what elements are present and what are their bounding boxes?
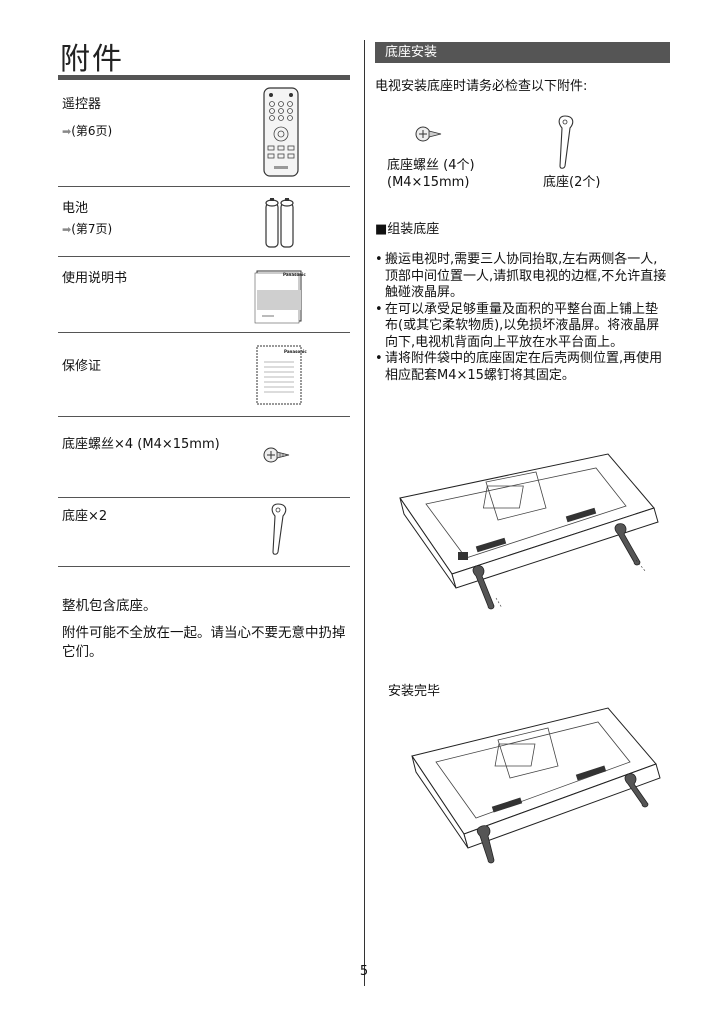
item-battery-ref-text: (第7页) xyxy=(71,222,113,236)
row-divider xyxy=(58,566,350,567)
battery-icon xyxy=(265,198,294,248)
section-title-bar: 底座安装 xyxy=(375,42,670,63)
screw-caption-size: (M4×15mm) xyxy=(387,175,470,190)
tv-stand-attach-illustration xyxy=(399,453,659,610)
arrow-icon: ➡ xyxy=(62,125,72,138)
arrow-icon: ➡ xyxy=(62,223,72,236)
warranty-brand: Panasonic xyxy=(284,349,307,354)
row-divider xyxy=(58,332,350,333)
manual-book-icon xyxy=(254,270,302,324)
row-divider xyxy=(58,186,350,187)
item-stand-name: 底座×2 xyxy=(62,509,108,524)
title-rule xyxy=(58,75,350,80)
stand-foot-icon xyxy=(271,503,287,555)
warranty-card-icon xyxy=(256,345,302,405)
assemble-heading: ■组装底座 xyxy=(375,222,440,237)
row-divider xyxy=(58,416,350,417)
item-battery-ref: ➡(第7页) xyxy=(62,220,112,237)
item-screw-name: 底座螺丝×4 (M4×15mm) xyxy=(62,437,220,452)
screw-caption: 底座螺丝 (4个) xyxy=(387,158,475,173)
instruction-item: 在可以承受足够重量及面积的平整台面上铺上垫布(或其它柔软物质),以免损坏液晶屏。… xyxy=(375,302,670,352)
remote-control-icon xyxy=(263,87,299,177)
item-remote-ref: ➡(第6页) xyxy=(62,122,112,139)
manual-brand: Panasonic xyxy=(283,272,306,277)
screw-icon xyxy=(415,126,442,142)
row-divider xyxy=(58,497,350,498)
instruction-item: 请将附件袋中的底座固定在后壳两侧位置,再使用相应配套M4×15螺钉将其固定。 xyxy=(375,351,670,384)
done-label: 安装完毕 xyxy=(388,684,441,699)
column-divider xyxy=(364,40,365,986)
stand-caption: 底座(2个) xyxy=(543,175,601,190)
intro-text: 电视安装底座时请务必检查以下附件: xyxy=(375,79,588,94)
instruction-item: 搬运电视时,需要三人协同抬取,左右两侧各一人,顶部中间位置一人,请抓取电视的边框… xyxy=(375,252,670,302)
item-warranty-name: 保修证 xyxy=(62,359,102,374)
stand-foot-icon xyxy=(558,115,574,169)
row-divider xyxy=(58,256,350,257)
tv-stand-done-illustration xyxy=(411,707,661,864)
screw-icon xyxy=(263,447,290,463)
note-accessories: 附件可能不全放在一起。请当心不要无意中扔掉它们。 xyxy=(62,625,346,660)
note-stand-included: 整机包含底座。 xyxy=(62,598,157,614)
item-remote-name: 遥控器 xyxy=(62,97,102,112)
page-number: 5 xyxy=(359,964,369,979)
item-manual-name: 使用说明书 xyxy=(62,271,128,286)
page-title: 附件 xyxy=(60,42,124,77)
item-remote-ref-text: (第6页) xyxy=(71,124,113,138)
instruction-list: 搬运电视时,需要三人协同抬取,左右两侧各一人,顶部中间位置一人,请抓取电视的边框… xyxy=(375,252,670,384)
item-battery-name: 电池 xyxy=(62,201,89,216)
